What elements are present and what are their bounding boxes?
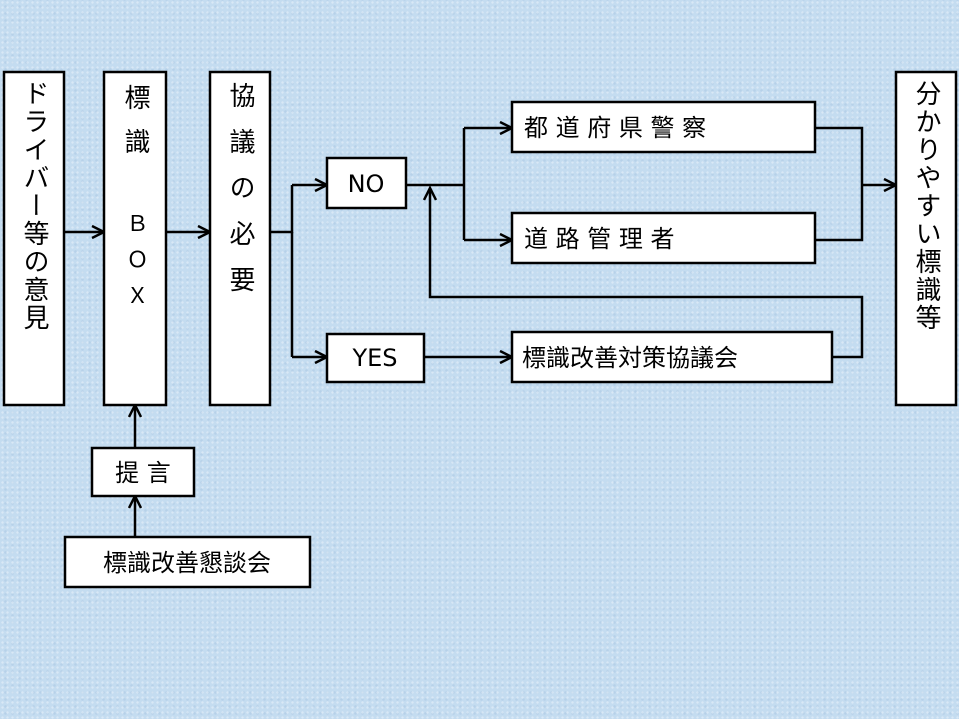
branch-trunk <box>270 185 294 234</box>
proposal-box: 提 言 <box>90 446 196 498</box>
sign-roundtable-label: 標識改善懇談会 <box>103 549 271 577</box>
road-administrator-label: 道 路 管 理 者 <box>524 225 675 253</box>
sign-roundtable-box: 標識改善懇談会 <box>63 535 312 589</box>
yes-label: YES <box>351 344 397 372</box>
discussion-need-box: 協議の必要 <box>208 70 272 407</box>
merge-road-admin <box>815 185 864 242</box>
sign-box-label-bottom: ＢＯＸ <box>123 212 148 320</box>
road-administrator-box: 道 路 管 理 者 <box>510 211 817 265</box>
sign-council-label: 標識改善対策協議会 <box>522 344 738 372</box>
no-box: NO <box>325 156 408 210</box>
sign-council-box: 標識改善対策協議会 <box>510 330 834 384</box>
connectors <box>64 128 896 537</box>
driver-opinion-box: ドライバー等の意見 <box>2 70 66 407</box>
prefectural-police-box: 都 道 府 県 警 察 <box>510 100 817 154</box>
sign-box-label-top: 標識 <box>120 84 150 172</box>
discussion-need-label: 協議の必要 <box>225 82 255 312</box>
prefectural-police-label: 都 道 府 県 警 察 <box>524 114 706 142</box>
driver-opinion-label: ドライバー等の意見 <box>19 80 49 332</box>
proposal-label: 提 言 <box>115 459 171 487</box>
merge-police <box>815 126 864 185</box>
clear-signs-box: 分かりやすい標識等 <box>894 70 958 407</box>
clear-signs-label: 分かりやすい標識等 <box>911 80 941 332</box>
feedback-council-to-no <box>430 188 864 359</box>
sign-box: 標識 ＢＯＸ <box>102 70 168 407</box>
yes-box: YES <box>325 332 426 384</box>
no-label: NO <box>348 170 385 198</box>
